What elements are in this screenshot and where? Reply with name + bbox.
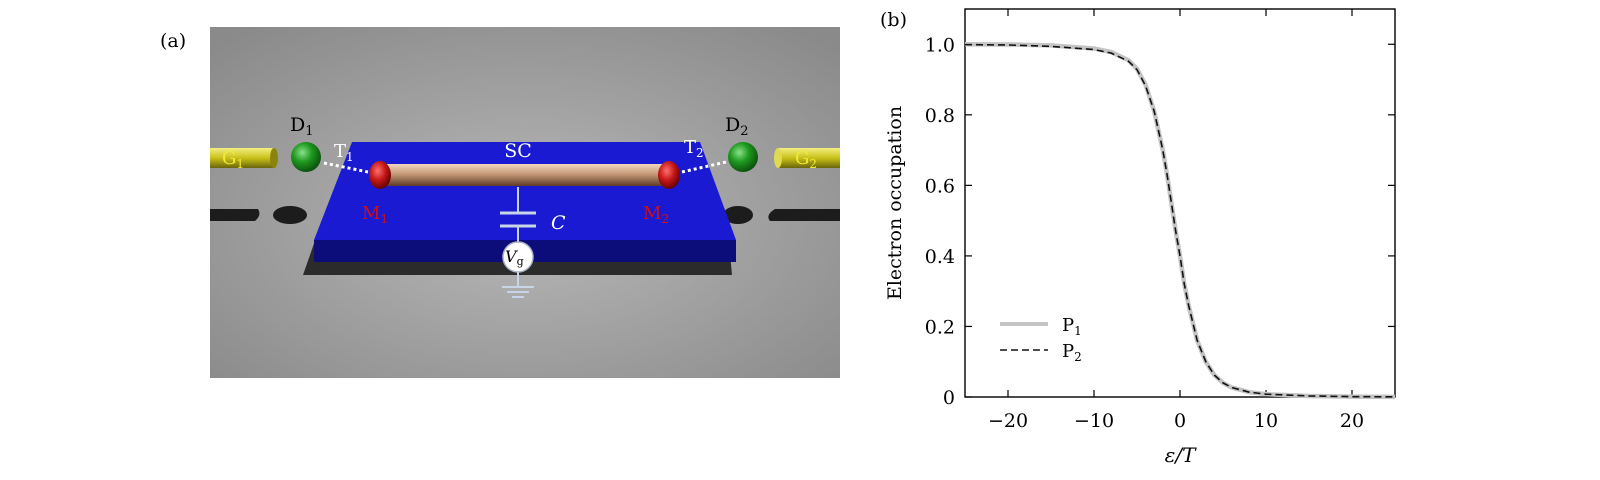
label-g1: G1 [222, 148, 244, 171]
label-t1: T1 [334, 141, 354, 164]
gate-shadow-right [768, 209, 840, 221]
label-d2: D2 [725, 114, 749, 139]
legend-label-p1: P1 [1062, 315, 1082, 338]
label-d1: D1 [290, 114, 314, 139]
label-m1: M1 [362, 203, 388, 226]
y-tick-label-3: 0.6 [925, 175, 955, 197]
x-tick-label-3: 10 [1254, 410, 1278, 432]
y-tick-label-4: 0.8 [925, 105, 955, 127]
legend-label-p2: P2 [1062, 341, 1082, 364]
dot-shadow-left [273, 206, 307, 224]
nanowire [378, 164, 672, 186]
series-line-p1 [964, 42, 1396, 400]
majorana-mode-right [658, 161, 680, 189]
y-tick-label-0: 0 [943, 387, 955, 409]
label-c: C [551, 212, 566, 234]
label-m2: M2 [643, 203, 669, 226]
device-schematic: D1 D2 G1 G2 T1 T2 SC M1 M2 C Vg [210, 27, 840, 378]
label-vg: Vg [505, 247, 524, 268]
x-tick-label-1: −10 [1074, 410, 1114, 432]
y-axis-label: Electron occupation [884, 106, 906, 300]
x-tick-label-0: −20 [988, 410, 1028, 432]
majorana-mode-left [369, 161, 391, 189]
x-tick-label-2: 0 [1174, 410, 1186, 432]
x-axis-label: ε/T [1165, 443, 1197, 467]
gate-shadow-left [210, 209, 260, 221]
label-t2: T2 [684, 137, 704, 160]
x-tick-label-4: 20 [1340, 410, 1364, 432]
panel-a-label: (a) [160, 30, 186, 52]
y-tick-label-1: 0.2 [925, 316, 955, 338]
y-tick-label-5: 1.0 [925, 34, 955, 56]
tunnel-link-right [681, 160, 727, 174]
label-g2: G2 [795, 148, 817, 171]
axis-ticks: −20 −10 0 10 20 0 0.2 0.4 0.6 0.8 1.0 [925, 9, 1395, 432]
gate-left-end [270, 148, 278, 168]
series-layer [964, 42, 1396, 400]
gate-left [210, 148, 274, 168]
tunnel-link-left [323, 161, 369, 174]
panel-b-label: (b) [880, 9, 907, 31]
quantum-dot-left [291, 142, 321, 172]
plot-frame [964, 8, 1396, 398]
gate-right-end [774, 148, 782, 168]
y-tick-label-2: 0.4 [925, 246, 955, 268]
gate-right [778, 148, 840, 168]
series-line-p2 [964, 43, 1396, 398]
dot-shadow-right [723, 206, 753, 224]
label-sc: SC [504, 140, 532, 162]
occupation-chart: −20 −10 0 10 20 0 0.2 0.4 0.6 0.8 1.0 P1 P2 ε/T El… [884, 8, 1396, 467]
legend: P1 P2 [1000, 315, 1082, 364]
quantum-dot-right [728, 142, 758, 172]
